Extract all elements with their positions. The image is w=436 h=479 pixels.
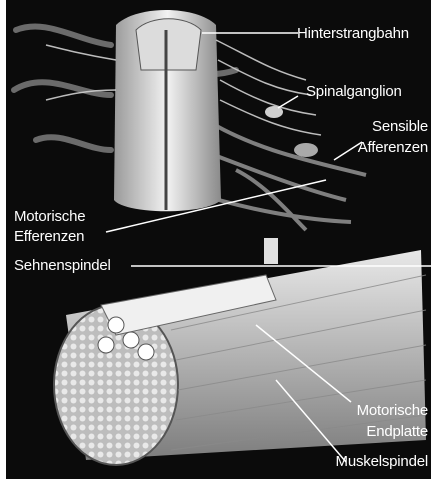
label-spinalganglion: Spinalganglion bbox=[306, 83, 402, 101]
label-sehnenspindel: Sehnenspindel bbox=[14, 257, 111, 275]
spinal-ganglion-blob bbox=[265, 106, 283, 118]
label-motorische-efferenzen-2: Efferenzen bbox=[14, 228, 84, 246]
ganglion-blob bbox=[294, 143, 318, 157]
tendon-spindle-stub bbox=[264, 238, 278, 264]
label-afferenzen: Afferenzen bbox=[358, 139, 428, 157]
label-motorische-endplatte-2: Endplatte bbox=[366, 423, 428, 441]
label-muskelspindel: Muskelspindel bbox=[336, 453, 428, 471]
label-sensible: Sensible bbox=[372, 118, 428, 136]
label-motorische-endplatte-1: Motorische bbox=[357, 402, 428, 420]
label-hinterstrangbahn: Hinterstrangbahn bbox=[297, 25, 409, 43]
label-motorische-efferenzen-1: Motorische bbox=[14, 208, 85, 226]
